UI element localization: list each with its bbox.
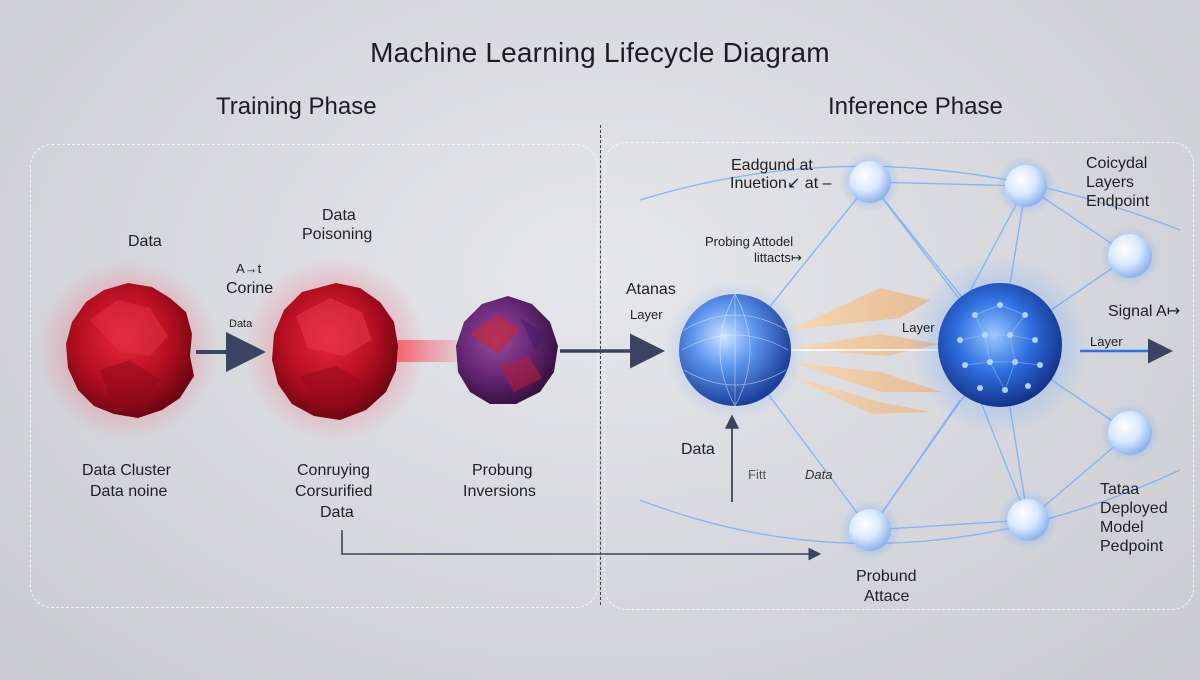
top-left-label-line1: Eadgund at <box>731 157 813 174</box>
inference-phase-heading: Inference Phase <box>828 93 1003 120</box>
poisoning-label-line1: Data <box>322 207 356 224</box>
probund-label-line2: Attace <box>864 588 910 605</box>
layer-mid-label: Layer <box>902 320 935 335</box>
signal-label: Signal A↦ <box>1108 303 1181 320</box>
deployed-label-line2: Deployed <box>1100 500 1168 517</box>
probing-label-line1: Probing Attodel <box>705 234 794 249</box>
model-core-sphere <box>910 255 1090 435</box>
deployed-label-line3: Model <box>1100 519 1144 536</box>
fitt-label: Fitt <box>748 467 767 482</box>
poison-beam <box>395 340 465 362</box>
arrow-small-label: Data <box>229 318 253 330</box>
top-right-label-line1: Coicydal <box>1086 155 1148 172</box>
training-phase-heading: Training Phase <box>216 93 377 120</box>
corrupt-label-line3: Data <box>320 504 354 521</box>
data-cluster-blob <box>66 283 194 418</box>
probing-label-line2: littacts↦ <box>754 250 802 265</box>
probund-label-line1: Probund <box>856 568 917 585</box>
input-sphere <box>665 280 805 420</box>
data-italic-label: Data <box>805 467 833 482</box>
probe-label-line2: Inversions <box>463 483 536 500</box>
inference-panel <box>604 142 1194 610</box>
data-up-label: Data <box>681 441 715 458</box>
poisoning-label-line2: Poisoning <box>302 226 373 243</box>
atanas-label: Atanas <box>626 281 676 298</box>
top-left-label-line2: Inuetion↙ at – <box>730 175 832 192</box>
data-cluster-label-line2: Data noine <box>90 483 168 500</box>
corrupted-data-blob <box>272 283 398 420</box>
corrupt-label-line1: Conruying <box>297 462 370 479</box>
network-nodes <box>840 152 1160 560</box>
arrow-label-line2: Corine <box>226 280 274 297</box>
top-right-label-line3: Endpoint <box>1086 193 1150 210</box>
layer-left-label: Layer <box>630 307 663 322</box>
phase-divider <box>600 125 601 605</box>
diagram-title: Machine Learning Lifecycle Diagram <box>370 37 830 68</box>
deployed-label-line4: Pedpoint <box>1100 538 1164 555</box>
data-label: Data <box>128 233 162 250</box>
layer-right-label: Layer <box>1090 334 1123 349</box>
top-right-label-line2: Layers <box>1086 174 1135 191</box>
data-cluster-label-line1: Data Cluster <box>82 462 171 479</box>
training-panel <box>30 144 598 608</box>
arrow-feedback <box>341 530 822 561</box>
probe-label-line1: Probung <box>472 462 533 479</box>
deployed-label-line1: Tataa <box>1100 481 1140 498</box>
corrupt-label-line2: Corsurified <box>295 483 373 500</box>
probe-rays <box>790 288 960 414</box>
arrow-label-line1: A→t <box>236 261 262 276</box>
probing-blob <box>456 296 558 404</box>
